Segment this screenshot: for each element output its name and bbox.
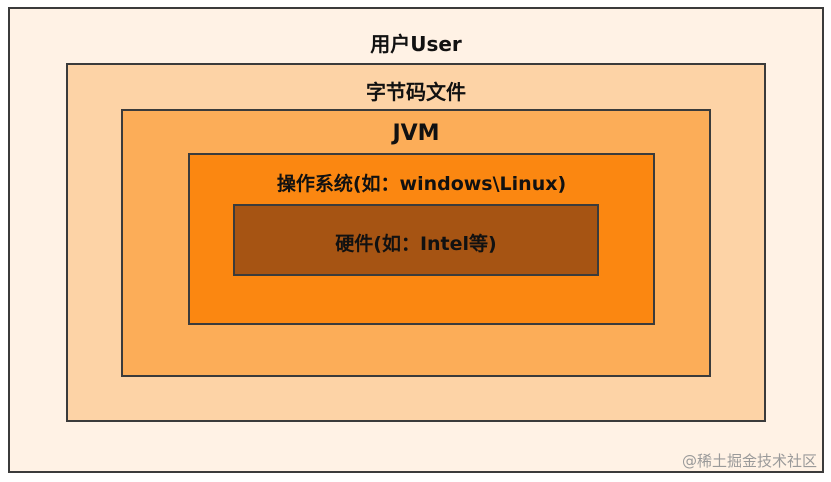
hardware-layer: 硬件(如：Intel等) [233, 204, 599, 276]
user-layer-label: 用户User [370, 32, 462, 56]
watermark: @稀土掘金技术社区 [681, 452, 817, 470]
jvm-layer-label: JVM [392, 121, 440, 146]
hardware-layer-label: 硬件(如：Intel等) [335, 233, 497, 255]
bytecode-layer-label: 字节码文件 [366, 80, 466, 104]
os-layer-label: 操作系统(如：windows\Linux) [276, 173, 567, 195]
